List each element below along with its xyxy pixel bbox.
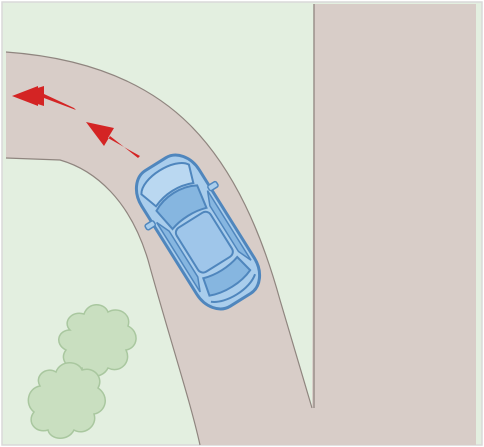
car-side-window-left [156,221,201,293]
car-trunk [210,273,256,303]
road-right [200,4,476,445]
car-hood [140,162,195,208]
arrow-2 [86,122,140,158]
car-side-window-right [206,190,252,261]
car-mirror-right [207,180,219,192]
car-roof [174,210,234,274]
road-curve [6,52,316,445]
arrow-1 [12,86,76,110]
road-curve-outer-edge [5,51,313,409]
bush-lower [27,362,106,439]
bush-upper [58,304,137,377]
car [134,153,262,311]
direction-arrow [12,86,140,158]
bush [27,304,137,439]
car-windshield [155,184,208,231]
car-rear-window [201,255,252,297]
car-mirror-left [144,220,157,231]
road-curve-inner-edge [5,157,201,446]
